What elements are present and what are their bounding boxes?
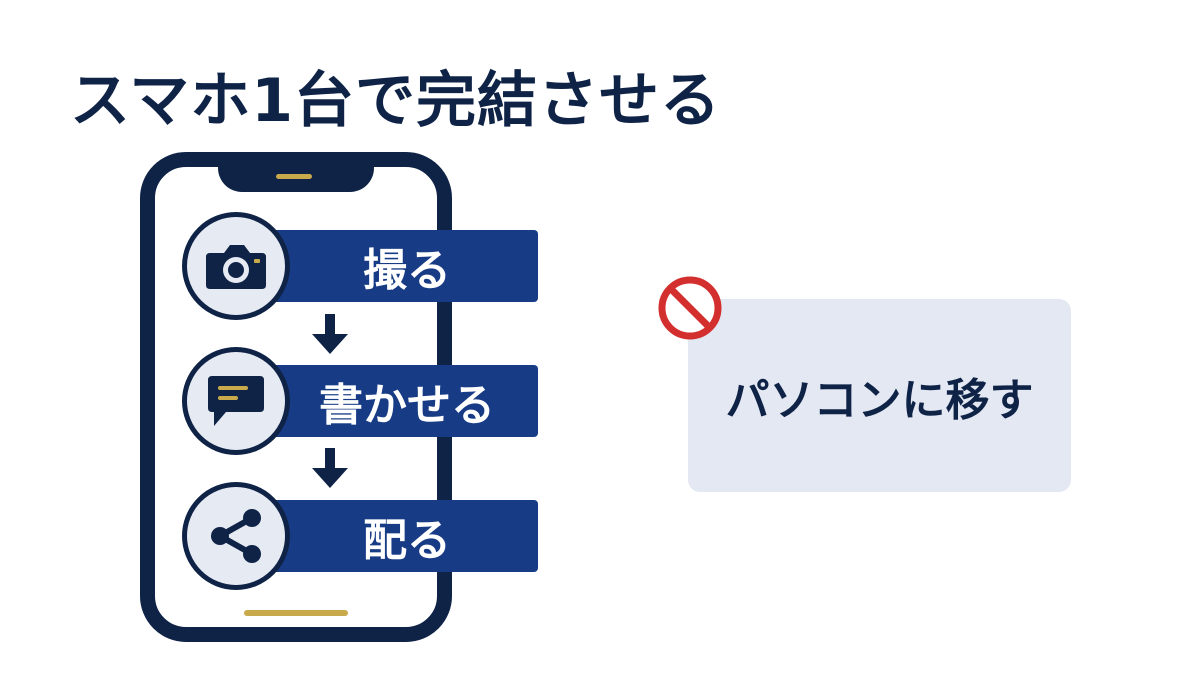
phone-speaker	[276, 174, 312, 179]
step-circle-share	[182, 482, 290, 590]
step-label-shoot: 撮る	[363, 245, 451, 296]
camera-icon	[206, 245, 266, 289]
step-bar-write: 書かせる	[262, 365, 538, 437]
arrow-down-icon	[312, 448, 348, 488]
arrow-down-icon	[312, 314, 348, 354]
prohibited-icon	[658, 276, 722, 340]
step-bar-shoot: 撮る	[262, 230, 538, 302]
prohibited-action-label: パソコンに移す	[725, 374, 1034, 426]
phone-notch	[218, 152, 374, 192]
prohibited-action-box: パソコンに移す	[688, 299, 1071, 492]
step-label-share: 配る	[363, 515, 451, 566]
step-circle-write	[182, 347, 290, 455]
page-title: スマホ1台で完結させる	[70, 66, 721, 136]
chat-icon	[208, 376, 264, 426]
share-icon	[211, 509, 261, 563]
phone-home-indicator	[244, 610, 348, 616]
step-bar-share: 配る	[262, 500, 538, 572]
step-circle-shoot	[182, 212, 290, 320]
step-label-write: 書かせる	[319, 380, 495, 431]
